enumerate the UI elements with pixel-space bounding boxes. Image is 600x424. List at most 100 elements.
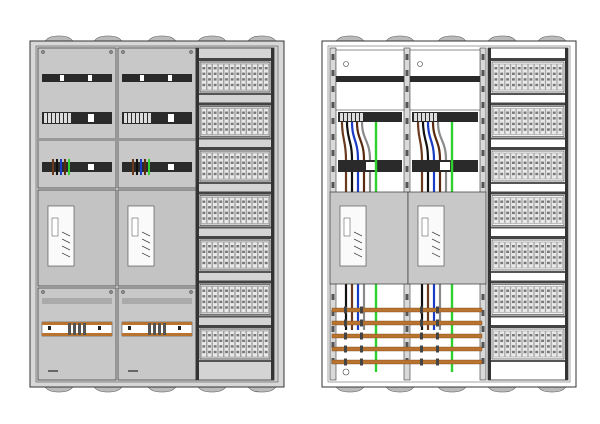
copper-strip-bottom [122, 333, 192, 336]
module-terminal [264, 122, 268, 126]
module-terminal [208, 67, 211, 70]
module-terminal [208, 339, 211, 342]
module-terminal [512, 245, 515, 248]
module-terminal [230, 172, 234, 176]
breaker-module [201, 286, 207, 313]
terminal-block-open [418, 113, 421, 121]
rail-slot [481, 102, 485, 108]
module-terminal [236, 211, 240, 215]
module-terminal [253, 128, 257, 131]
module-terminal [517, 350, 521, 354]
module-terminal [259, 261, 262, 265]
module-terminal [552, 334, 556, 337]
din-rail-bottom [198, 137, 272, 140]
module-terminal [512, 156, 515, 159]
module-terminal [517, 117, 521, 120]
module-terminal [242, 295, 245, 298]
meter-terminal-line [353, 252, 363, 258]
module-terminal [236, 261, 240, 265]
din-rail-bottom [490, 315, 566, 318]
module-terminal [506, 200, 509, 203]
breaker-module [218, 197, 224, 224]
breaker-module [516, 108, 522, 135]
module-terminal [552, 295, 556, 298]
module-terminal [558, 250, 562, 253]
module-terminal [225, 211, 228, 215]
module-terminal [236, 217, 240, 220]
module-terminal [225, 156, 228, 159]
module-terminal [208, 111, 211, 114]
module-terminal [494, 128, 498, 131]
module-terminal [202, 211, 206, 215]
top-hinges [44, 35, 277, 42]
module-terminal [236, 72, 240, 75]
breaker-module [499, 108, 505, 135]
module-terminal [529, 211, 533, 215]
rail-slot [405, 86, 409, 92]
breaker-module [528, 152, 534, 180]
module-terminal [506, 300, 509, 304]
side-rail-right [565, 48, 568, 380]
module-terminal [259, 350, 262, 354]
module-terminal [500, 78, 504, 81]
module-terminal [517, 122, 521, 126]
module-terminal [552, 339, 556, 342]
module-terminal [225, 300, 228, 304]
module-terminal [558, 350, 562, 354]
breaker-module [551, 152, 557, 180]
module-terminal [535, 111, 539, 114]
module-terminal [500, 334, 504, 337]
wire-stub [52, 159, 54, 175]
module-terminal [535, 289, 539, 292]
meter-terminal-line [353, 238, 363, 244]
module-terminal [219, 122, 223, 126]
rail-slot [481, 70, 485, 76]
breaker-module [235, 63, 241, 91]
module-terminal [253, 156, 257, 159]
wire-upper [360, 121, 372, 161]
breaker-module [522, 63, 528, 91]
module-terminal [500, 261, 504, 265]
module-terminal [208, 300, 211, 304]
breaker-module [499, 241, 505, 269]
module-terminal [494, 200, 498, 203]
module-terminal [494, 350, 498, 354]
meter-terminal-line [353, 231, 363, 237]
module-terminal [219, 83, 223, 87]
breaker-module [493, 330, 499, 358]
copper-strip-bottom [42, 333, 112, 336]
terminal-clamp [73, 323, 76, 335]
module-terminal [523, 111, 527, 114]
meter-columns [37, 47, 197, 381]
breaker-module [516, 330, 522, 358]
busbar-clamp [344, 319, 347, 327]
rail-slot [405, 182, 409, 188]
wire-stub [148, 159, 150, 175]
module-terminal [541, 345, 544, 348]
module-terminal [541, 300, 544, 304]
module-terminal [529, 256, 533, 259]
breaker-module [218, 152, 224, 180]
module-terminal [517, 245, 521, 248]
module-terminal [225, 217, 228, 220]
breaker-module [528, 63, 534, 91]
module-terminal [506, 350, 509, 354]
terminal-block [48, 113, 51, 123]
module-terminal [242, 217, 245, 220]
module-terminal [247, 306, 251, 309]
module-terminal [529, 295, 533, 298]
side-rail-left [488, 48, 491, 380]
module-terminal [494, 289, 498, 292]
module-terminal [219, 172, 223, 176]
module-terminal [558, 211, 562, 215]
module-terminal [213, 261, 217, 265]
module-terminal [552, 200, 556, 203]
breaker-module [218, 286, 224, 313]
module-terminal [541, 67, 544, 70]
breaker-module [551, 63, 557, 91]
terminal-block [56, 113, 59, 123]
module-terminal [253, 261, 257, 265]
module-terminal [541, 256, 544, 259]
module-terminal [494, 78, 498, 81]
module-terminal [535, 67, 539, 70]
